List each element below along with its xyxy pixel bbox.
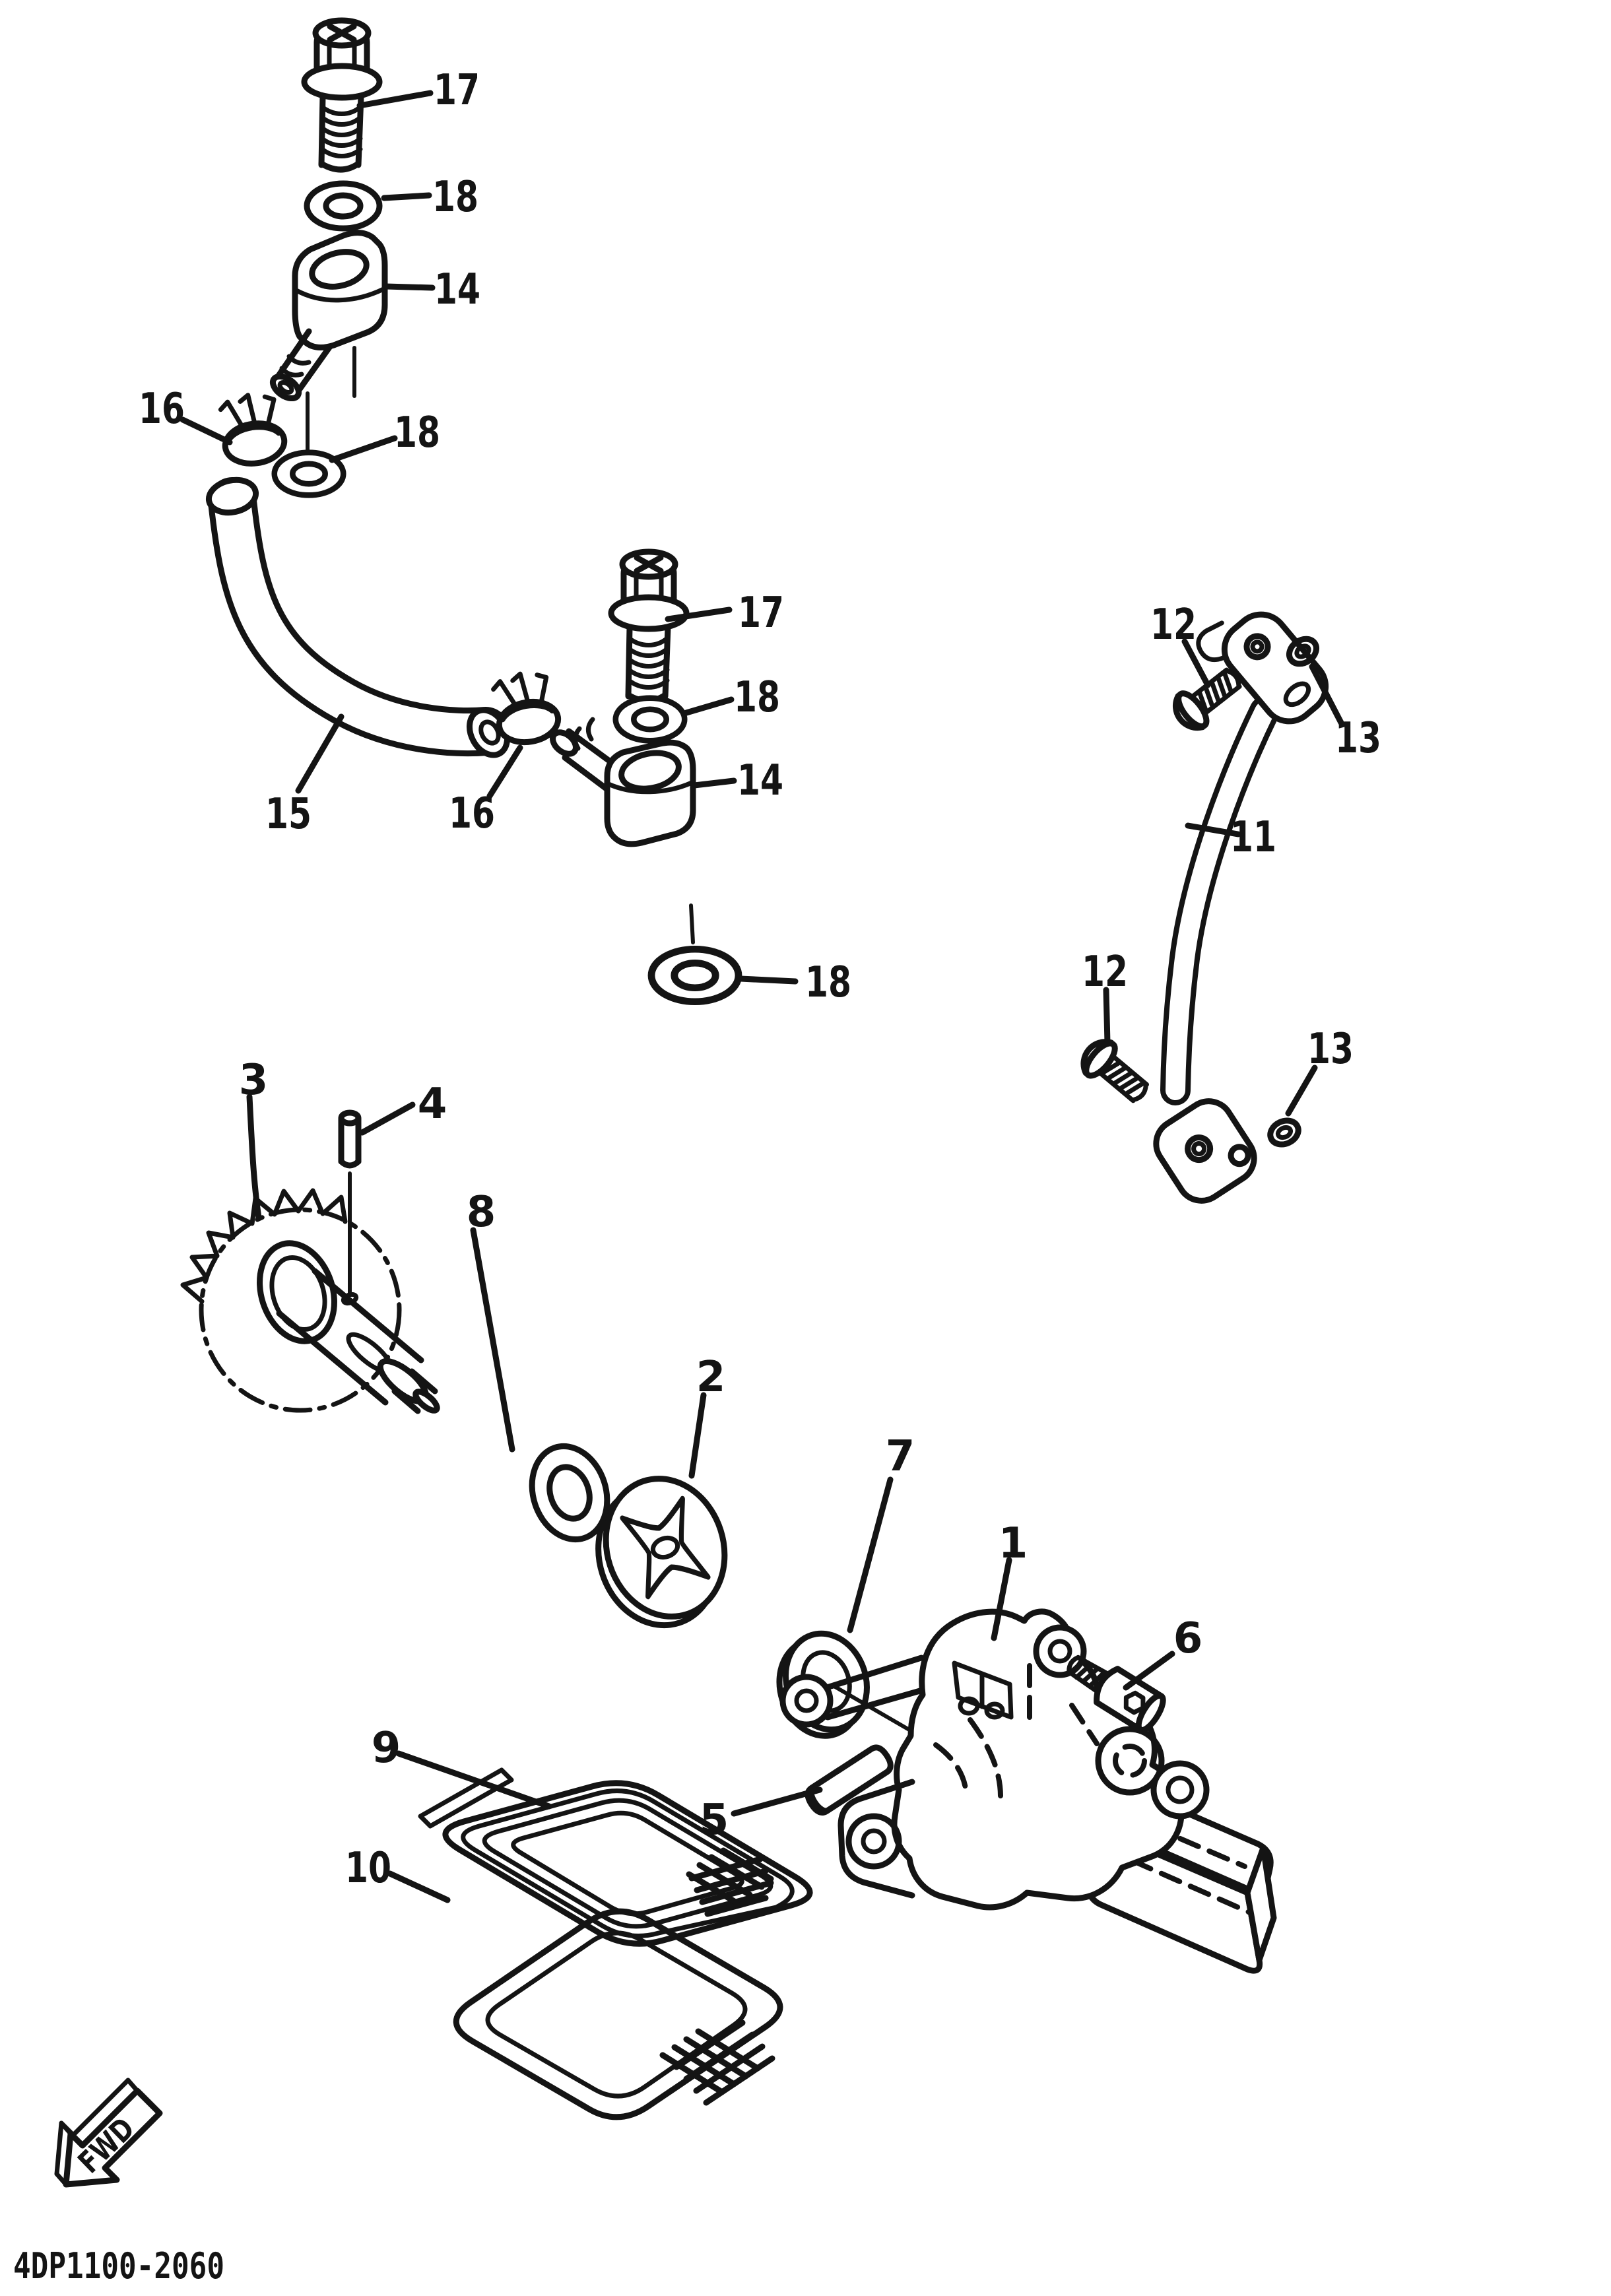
callout-7: 7 [886,1432,915,1481]
callout-14-top: 14 [434,265,480,314]
part-oil-pipe [1153,611,1329,1204]
callout-9: 9 [372,1724,401,1773]
strainer-lid-tab [418,1767,514,1829]
part-fitting-14-top [269,230,388,402]
callout-6: 6 [1173,1614,1203,1663]
part-socket-bolt-6 [1067,1655,1166,1734]
callout-labels: 17 18 14 16 18 15 17 18 16 14 18 12 13 1… [139,66,1381,1893]
diagram-code: 4DP1100-2060 [13,2245,224,2287]
callout-18-b: 18 [394,409,440,457]
callout-8: 8 [467,1188,496,1237]
strainer-mesh [686,1847,774,1917]
part-hose-clamp-16-top [218,391,287,467]
bolt-lug [1150,1760,1210,1820]
callout-14-mid: 14 [737,756,783,805]
callout-17-mid: 17 [738,589,784,638]
part-hose-clamp-16-mid [491,669,562,746]
part-screw-12-lower [1076,1035,1155,1110]
callout-18-c: 18 [734,673,780,722]
callout-16-top: 16 [139,385,185,434]
callout-10: 10 [345,1844,391,1893]
part-washer-18-c [616,698,685,741]
callout-13-upper: 13 [1335,714,1381,763]
part-oil-hose [205,476,511,758]
callout-2: 2 [696,1353,726,1402]
callout-13-lower: 13 [1307,1025,1354,1074]
part-flange-bolt-17-mid [611,552,686,701]
pump-lower-bracket [838,1779,915,1899]
callout-12-upper: 12 [1150,601,1197,649]
callout-12-lower: 12 [1082,948,1128,997]
callout-3: 3 [239,1056,269,1105]
part-strainer-gasket [453,1908,783,2120]
part-pump-drive-gear [180,1188,402,1413]
callout-1: 1 [999,1519,1028,1568]
part-fitting-14-mid [550,717,696,944]
part-pump-shaft [276,1268,440,1414]
callout-5: 5 [700,1796,729,1845]
part-washer-8 [529,1443,610,1543]
callout-11: 11 [1230,813,1276,862]
callout-4: 4 [418,1080,447,1129]
part-dowel-pin-4 [338,1109,362,1296]
callout-15: 15 [265,790,312,839]
part-flange-bolt-17-top [304,20,379,170]
part-pump-rotor-set [595,1476,728,1629]
callout-18-d: 18 [805,958,851,1007]
gasket-mesh [659,2019,775,2106]
part-oil-pump-body [779,1608,1210,1911]
assembly-axis-line [689,903,695,944]
leader-lines [180,90,1344,1903]
fwd-arrow-icon: FWD [54,2078,163,2188]
part-washer-18-a [307,183,379,228]
part-washer-18-d [651,949,739,1002]
callout-17-top: 17 [434,66,480,115]
callout-18-top: 18 [432,173,478,222]
part-washer-18-b [275,391,344,495]
callout-16-mid: 16 [449,789,495,838]
part-oring-13-lower [1266,1116,1302,1148]
part-oil-strainer [418,1767,813,1947]
pipe-lower-flange [1153,1098,1257,1204]
pump-left-lug [779,1655,925,1728]
